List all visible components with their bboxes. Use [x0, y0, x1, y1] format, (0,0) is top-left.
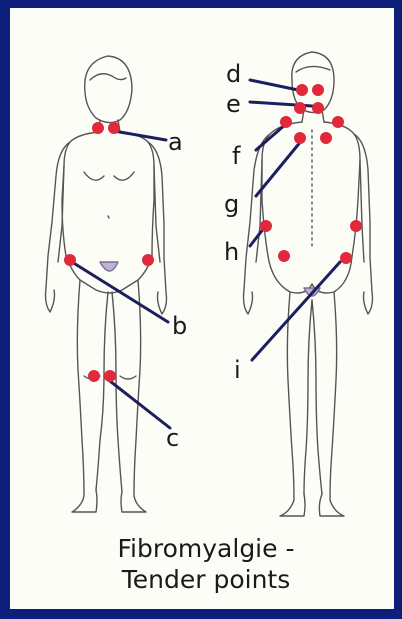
back-figure — [244, 52, 373, 516]
tender-point-f-left — [280, 116, 292, 128]
label-g: g — [224, 190, 239, 218]
label-a: a — [168, 128, 183, 156]
label-f: f — [232, 142, 241, 170]
tender-point-b-left — [64, 254, 76, 266]
pointer-f — [256, 124, 286, 150]
label-i: i — [234, 356, 241, 384]
caption-line-2: Tender points — [20, 564, 392, 595]
tender-point-c-right — [104, 370, 116, 382]
pointer-a — [114, 131, 166, 140]
pointer-d — [250, 80, 298, 90]
tender-point-e-right — [312, 102, 324, 114]
label-d: d — [226, 60, 241, 88]
pointer-i — [252, 262, 340, 360]
tender-points — [64, 84, 362, 382]
tender-point-c-left — [88, 370, 100, 382]
tender-point-i-right — [340, 252, 352, 264]
tender-point-d-left — [296, 84, 308, 96]
label-h: h — [224, 238, 239, 266]
tender-point-d-right — [312, 84, 324, 96]
tender-point-i-left — [278, 250, 290, 262]
pointer-c — [106, 378, 170, 428]
tender-point-h-left — [260, 220, 272, 232]
caption-line-1: Fibromyalgie - — [20, 533, 392, 564]
pointer-h — [250, 228, 264, 246]
tender-point-h-right — [350, 220, 362, 232]
tender-point-e-left — [294, 102, 306, 114]
tender-point-a-right — [108, 122, 120, 134]
tender-point-b-right — [142, 254, 154, 266]
label-c: c — [166, 424, 179, 452]
label-b: b — [172, 312, 187, 340]
pointer-b — [72, 262, 168, 322]
label-e: e — [226, 90, 241, 118]
caption: Fibromyalgie - Tender points — [20, 533, 392, 595]
tender-point-a-left — [92, 122, 104, 134]
tender-point-g-right — [320, 132, 332, 144]
tender-point-f-right — [332, 116, 344, 128]
point-labels: a b c d e f g h i — [166, 60, 241, 452]
tender-point-g-left — [294, 132, 306, 144]
